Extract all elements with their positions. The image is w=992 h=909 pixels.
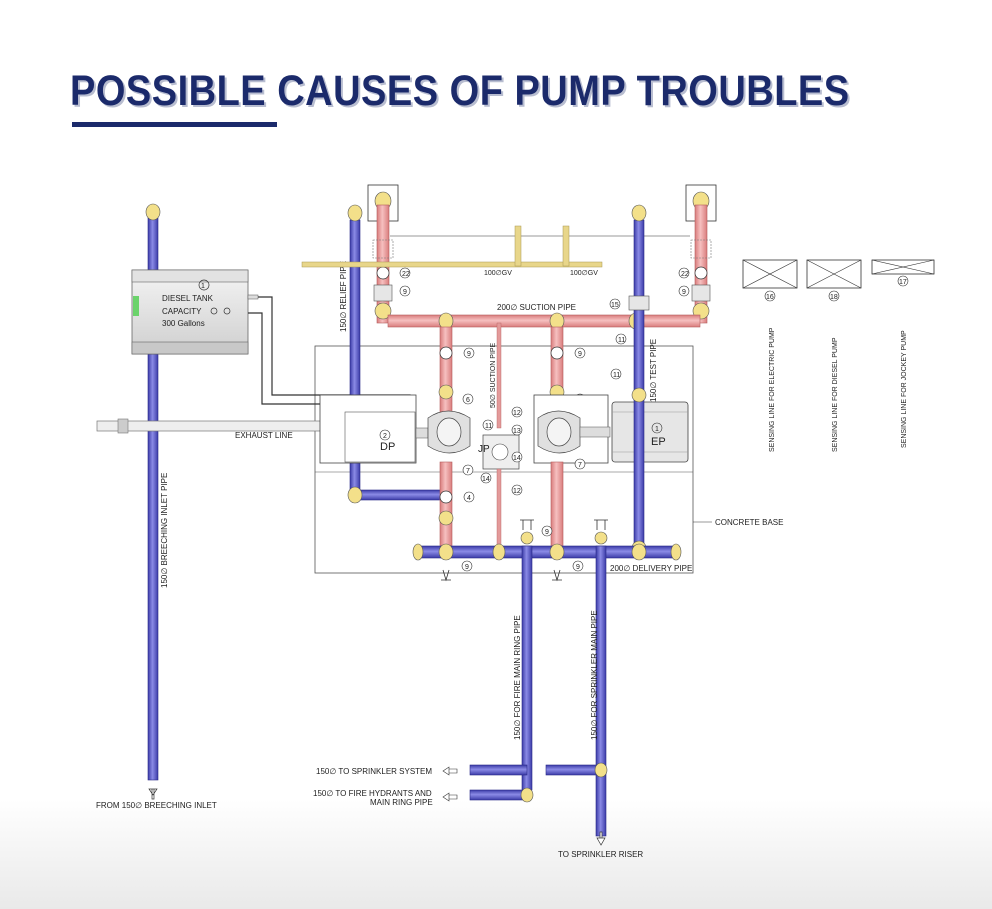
callout-11-b: 11 — [618, 337, 625, 344]
suction-pipe-small-label: 50∅ SUCTION PIPE — [490, 342, 497, 408]
sensing-panel-electric: 16 SENSING LINE FOR ELECTRIC PUMP — [742, 259, 798, 452]
callout-13: 13 — [513, 428, 521, 435]
fire-main-ring-pipe — [521, 545, 533, 791]
diesel-tank: 1 DIESEL TANK CAPACITY 300 Gallons — [131, 269, 259, 355]
callout-9-g: 9 — [576, 564, 580, 571]
callout-11-a: 11 — [485, 423, 492, 430]
gate-valve-header — [301, 261, 603, 268]
callout-14-a: 14 — [513, 455, 521, 462]
sensing-electric-label: SENSING LINE FOR ELECTRIC PUMP — [769, 327, 776, 452]
dp-callout: 2 — [383, 433, 387, 440]
page-title: POSSIBLE CAUSES OF PUMP TROUBLES — [70, 68, 850, 116]
jp-label: JP — [478, 444, 490, 455]
callout-15: 15 — [611, 302, 619, 309]
electric-pump: 1 EP — [533, 394, 689, 464]
callout-22-right: 22 — [681, 271, 689, 278]
delivery-pipe-label: 200∅ DELIVERY PIPE — [610, 564, 692, 573]
concrete-base — [314, 345, 694, 574]
diesel-pump: 2 DP — [319, 394, 471, 464]
exhaust-line — [96, 420, 330, 432]
fire-main-ring-label: 150∅ FOR FIRE MAIN RING PIPE — [513, 615, 522, 740]
breeching-cap — [145, 203, 161, 221]
callout-9-c: 9 — [467, 351, 471, 358]
callout-12-a: 12 — [513, 410, 521, 417]
tank-number: 1 — [201, 283, 205, 290]
relief-pipe-label: 150∅ RELIEF PIPE — [339, 261, 348, 332]
to-sprinkler-system-label: 150∅ TO SPRINKLER SYSTEM — [316, 767, 432, 776]
callout-17: 17 — [899, 279, 907, 286]
callout-4: 4 — [467, 495, 471, 502]
callout-9-b: 9 — [682, 289, 686, 296]
test-pipe — [633, 219, 645, 549]
callout-18: 18 — [830, 294, 838, 301]
callout-9-e: 9 — [465, 564, 469, 571]
sensing-panel-diesel: 18 SENSING LINE FOR DIESEL PUMP — [806, 259, 862, 452]
callout-12-b: 12 — [513, 488, 521, 495]
left-arrow-icon-2 — [442, 792, 458, 802]
ep-callout: 1 — [655, 426, 659, 433]
suction-pipe-label: 200∅ SUCTION PIPE — [497, 303, 576, 312]
concrete-base-label: CONCRETE BASE — [715, 518, 783, 527]
callout-9-d: 9 — [578, 351, 582, 358]
sensing-panel-jockey: 17 SENSING LINE FOR JOCKEY PUMP — [871, 259, 935, 448]
sensing-jockey-label: SENSING LINE FOR JOCKEY PUMP — [901, 330, 908, 448]
tank-capacity: CAPACITY — [162, 307, 202, 316]
jockey-suction-pipe — [496, 322, 502, 429]
suction-pipe-200 — [387, 314, 701, 328]
test-pipe-label: 150∅ TEST PIPE — [649, 339, 658, 402]
jp-discharge — [496, 468, 502, 548]
callout-7-b: 7 — [578, 462, 582, 469]
jockey-pump: JP 12 13 14 14 12 11 — [478, 406, 523, 496]
callout-14-b: 14 — [482, 476, 490, 483]
callout-9-f: 9 — [545, 529, 549, 536]
title-underline — [72, 122, 277, 127]
to-fire-hydrants-label-2: MAIN RING PIPE — [370, 798, 433, 807]
gv-left-label: 100∅GV — [484, 270, 512, 277]
breeching-inlet-pipe-label: 150∅ BREECHING INLET PIPE — [160, 473, 169, 588]
left-arrow-icon — [442, 766, 458, 776]
callout-11-c: 11 — [613, 372, 620, 379]
dp-label: DP — [380, 441, 395, 453]
to-sprinkler-riser-label: TO SPRINKLER RISER — [558, 850, 643, 859]
up-arrow-icon — [148, 788, 158, 800]
ep-label: EP — [651, 436, 666, 448]
down-arrow-icon — [596, 831, 606, 846]
callout-7-a: 7 — [466, 468, 470, 475]
callout-6-a: 6 — [466, 397, 470, 404]
dp-discharge — [439, 461, 453, 548]
callout-9-a: 9 — [403, 289, 407, 296]
ep-discharge — [550, 461, 564, 548]
tank-title: DIESEL TANK — [162, 294, 214, 303]
gv-right-label: 100∅GV — [570, 270, 598, 277]
from-breeching-inlet-label: FROM 150∅ BREECHING INLET — [96, 801, 217, 810]
sprinkler-main-label: 150∅ FOR SPRINKLER MAIN PIPE — [590, 610, 599, 740]
to-fire-hydrants-label-1: 150∅ TO FIRE HYDRANTS AND — [313, 789, 432, 798]
tank-volume: 300 Gallons — [162, 319, 205, 328]
sensing-diesel-label: SENSING LINE FOR DIESEL PUMP — [832, 337, 839, 452]
callout-22-left: 22 — [402, 271, 410, 278]
exhaust-line-label: EXHAUST LINE — [235, 431, 293, 440]
callout-16: 16 — [766, 294, 774, 301]
